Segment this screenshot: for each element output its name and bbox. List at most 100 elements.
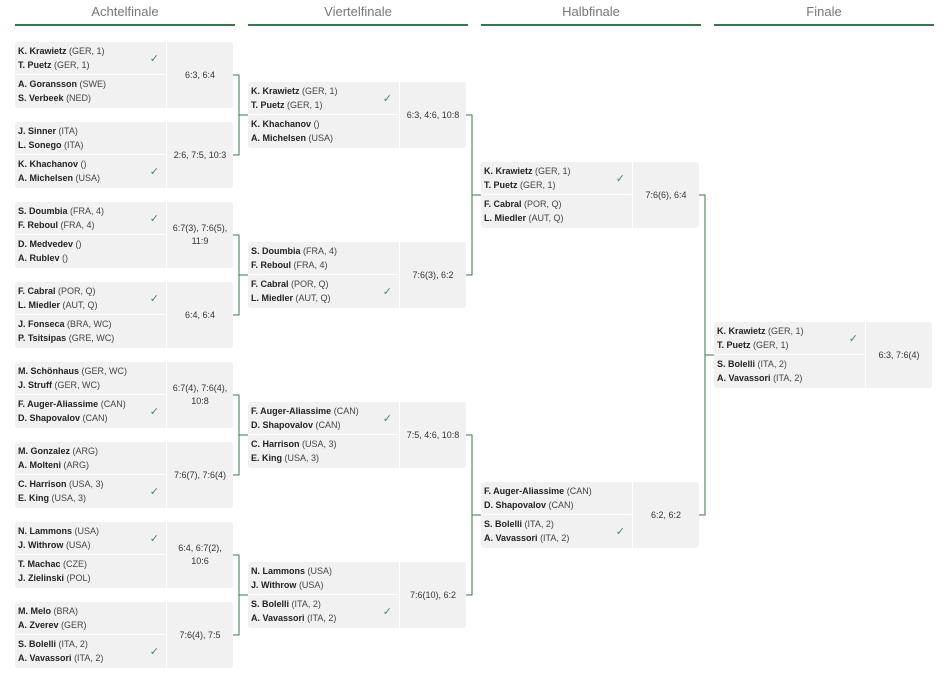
player: K. Krawietz (GER, 1) — [484, 165, 631, 179]
player-info: (GER, 1) — [54, 59, 90, 70]
player: S. Verbeek (NED) — [18, 92, 165, 106]
player-name: F. Cabral — [18, 286, 56, 296]
match-card[interactable]: K. Krawietz (GER, 1)T. Puetz (GER, 1)✓F.… — [481, 162, 699, 228]
player-info: () — [80, 159, 87, 169]
match-score: 7:6(4), 7:5 — [166, 602, 233, 668]
player-name: J. Struff — [18, 379, 53, 390]
match-score: 6:3, 7:6(4) — [865, 322, 932, 388]
match-card[interactable]: M. Schönhaus (GER, WC)J. Struff (GER, WC… — [15, 362, 233, 428]
player: T. Puetz (GER, 1) — [18, 59, 165, 73]
match-card[interactable]: K. Krawietz (GER, 1)T. Puetz (GER, 1)✓A.… — [15, 42, 233, 108]
bracket-connector-line — [233, 234, 248, 316]
player: J. Fonseca (BRA, WC) — [18, 318, 165, 332]
team-2: J. Fonseca (BRA, WC)P. Tsitsipas (GRE, W… — [15, 315, 165, 348]
match-card[interactable]: N. Lammons (USA)J. Withrow (USA)✓T. Mach… — [15, 522, 233, 588]
player-name: S. Bolelli — [717, 359, 756, 369]
player-name: S. Verbeek — [18, 92, 64, 103]
player-name: L. Miedler — [18, 299, 61, 310]
player-name: S. Doumbia — [251, 246, 301, 256]
player-name: K. Khachanov — [18, 159, 79, 169]
player-name: K. Krawietz — [251, 86, 300, 96]
player-info: (GER, 1) — [753, 339, 789, 350]
winner-check-icon: ✓ — [149, 213, 159, 225]
winner-check-icon: ✓ — [149, 166, 159, 178]
player: A. Vavassori (ITA, 2) — [484, 532, 631, 546]
match-card[interactable]: F. Auger-Aliassime (CAN)D. Shapovalov (C… — [248, 402, 466, 468]
match-card[interactable]: N. Lammons (USA)J. Withrow (USA)S. Bolel… — [248, 562, 466, 628]
player-name: J. Sinner — [18, 126, 57, 136]
match-card[interactable]: J. Sinner (ITA)L. Sonego (ITA)K. Khachan… — [15, 122, 233, 188]
winner-check-icon: ✓ — [615, 526, 625, 538]
player-name: T. Puetz — [18, 59, 52, 70]
player-name: F. Reboul — [18, 219, 58, 230]
player-name: A. Vavassori — [484, 532, 538, 543]
player: A. Zverev (GER) — [18, 619, 165, 633]
team-2: S. Bolelli (ITA, 2)A. Vavassori (ITA, 2)… — [248, 595, 398, 628]
player: F. Cabral (POR, Q) — [484, 198, 631, 212]
player: S. Doumbia (FRA, 4) — [18, 205, 165, 219]
player-info: (GER, 1) — [302, 86, 338, 96]
player: D. Medvedev () — [18, 238, 165, 252]
player: S. Bolelli (ITA, 2) — [251, 598, 398, 612]
match-card[interactable]: F. Auger-Aliassime (CAN)D. Shapovalov (C… — [481, 482, 699, 548]
player-name: A. Goransson — [18, 79, 78, 89]
player-info: (GER, 1) — [535, 166, 571, 176]
player-info: (GER, WC) — [81, 366, 128, 376]
team-2: S. Bolelli (ITA, 2)A. Vavassori (ITA, 2)… — [15, 635, 165, 668]
player-info: (CAN) — [315, 419, 341, 430]
player-name: J. Withrow — [251, 579, 297, 590]
player: F. Reboul (FRA, 4) — [251, 259, 398, 273]
player-name: A. Rublev — [18, 252, 60, 263]
player-name: F. Cabral — [251, 279, 289, 289]
winner-check-icon: ✓ — [848, 333, 858, 345]
player-name: A. Molteni — [18, 459, 61, 470]
team-2: C. Harrison (USA, 3)E. King (USA, 3) — [248, 435, 398, 468]
player-info: (ARG) — [63, 459, 90, 470]
player: J. Sinner (ITA) — [18, 125, 165, 139]
match-card[interactable]: M. Melo (BRA)A. Zverev (GER) S. Bolelli (… — [15, 602, 233, 668]
player: A. Rublev () — [18, 252, 165, 266]
team-2: K. Khachanov () A. Michelsen (USA)✓ — [15, 155, 165, 188]
match-card[interactable]: M. Gonzalez (ARG)A. Molteni (ARG)C. Harr… — [15, 442, 233, 508]
match-card[interactable]: S. Doumbia (FRA, 4)F. Reboul (FRA, 4)F. … — [248, 242, 466, 308]
player: M. Schönhaus (GER, WC) — [18, 365, 165, 379]
bracket-connector-line — [466, 114, 481, 276]
player-name: F. Auger-Aliassime — [484, 486, 565, 496]
team-2: T. Machac (CZE)J. Zielinski (POL) — [15, 555, 165, 588]
match-card[interactable]: F. Cabral (POR, Q)L. Miedler (AUT, Q)✓J.… — [15, 282, 233, 348]
winner-check-icon: ✓ — [382, 93, 392, 105]
player: A. Michelsen (USA) — [18, 172, 165, 186]
team-2: A. Goransson (SWE)S. Verbeek (NED) — [15, 75, 165, 108]
player-name: D. Shapovalov — [484, 499, 547, 510]
player-name: F. Reboul — [251, 259, 291, 270]
team-2: F. Cabral (POR, Q)L. Miedler (AUT, Q)✓ — [248, 275, 398, 308]
player: D. Shapovalov (CAN) — [484, 499, 631, 513]
winner-check-icon: ✓ — [615, 173, 625, 185]
match-score: 7:6(7), 7:6(4) — [166, 442, 233, 508]
winner-check-icon: ✓ — [382, 286, 392, 298]
match-card[interactable]: K. Krawietz (GER, 1)T. Puetz (GER, 1)✓K.… — [248, 82, 466, 148]
player: F. Cabral (POR, Q) — [251, 278, 398, 292]
player-info: () — [75, 239, 82, 249]
player: L. Miedler (AUT, Q) — [251, 292, 398, 306]
match-score: 6:2, 6:2 — [632, 482, 699, 548]
player-name: T. Puetz — [251, 99, 285, 110]
player-name: A. Vavassori — [18, 652, 72, 663]
player-name: L. Miedler — [251, 292, 294, 303]
player: A. Vavassori (ITA, 2) — [251, 612, 398, 626]
player-info: (ITA, 2) — [540, 532, 570, 543]
player-info: (FRA, 4) — [60, 219, 95, 230]
player: K. Khachanov () — [251, 118, 398, 132]
player: N. Lammons (USA) — [18, 525, 165, 539]
player-info: (ITA, 2) — [773, 372, 803, 383]
team-1: S. Doumbia (FRA, 4)F. Reboul (FRA, 4) ✓ — [15, 202, 165, 235]
player-info: (CAN) — [548, 499, 574, 510]
player-name: F. Auger-Aliassime — [251, 406, 332, 416]
player-info: (ITA) — [58, 126, 78, 136]
match-card[interactable]: S. Doumbia (FRA, 4)F. Reboul (FRA, 4) ✓ D.… — [15, 202, 233, 268]
round-header-3: Halbfinale — [481, 0, 701, 26]
player: M. Melo (BRA) — [18, 605, 165, 619]
player-info: () — [313, 119, 320, 129]
match-card[interactable]: K. Krawietz (GER, 1)T. Puetz (GER, 1)✓S.… — [714, 322, 932, 388]
